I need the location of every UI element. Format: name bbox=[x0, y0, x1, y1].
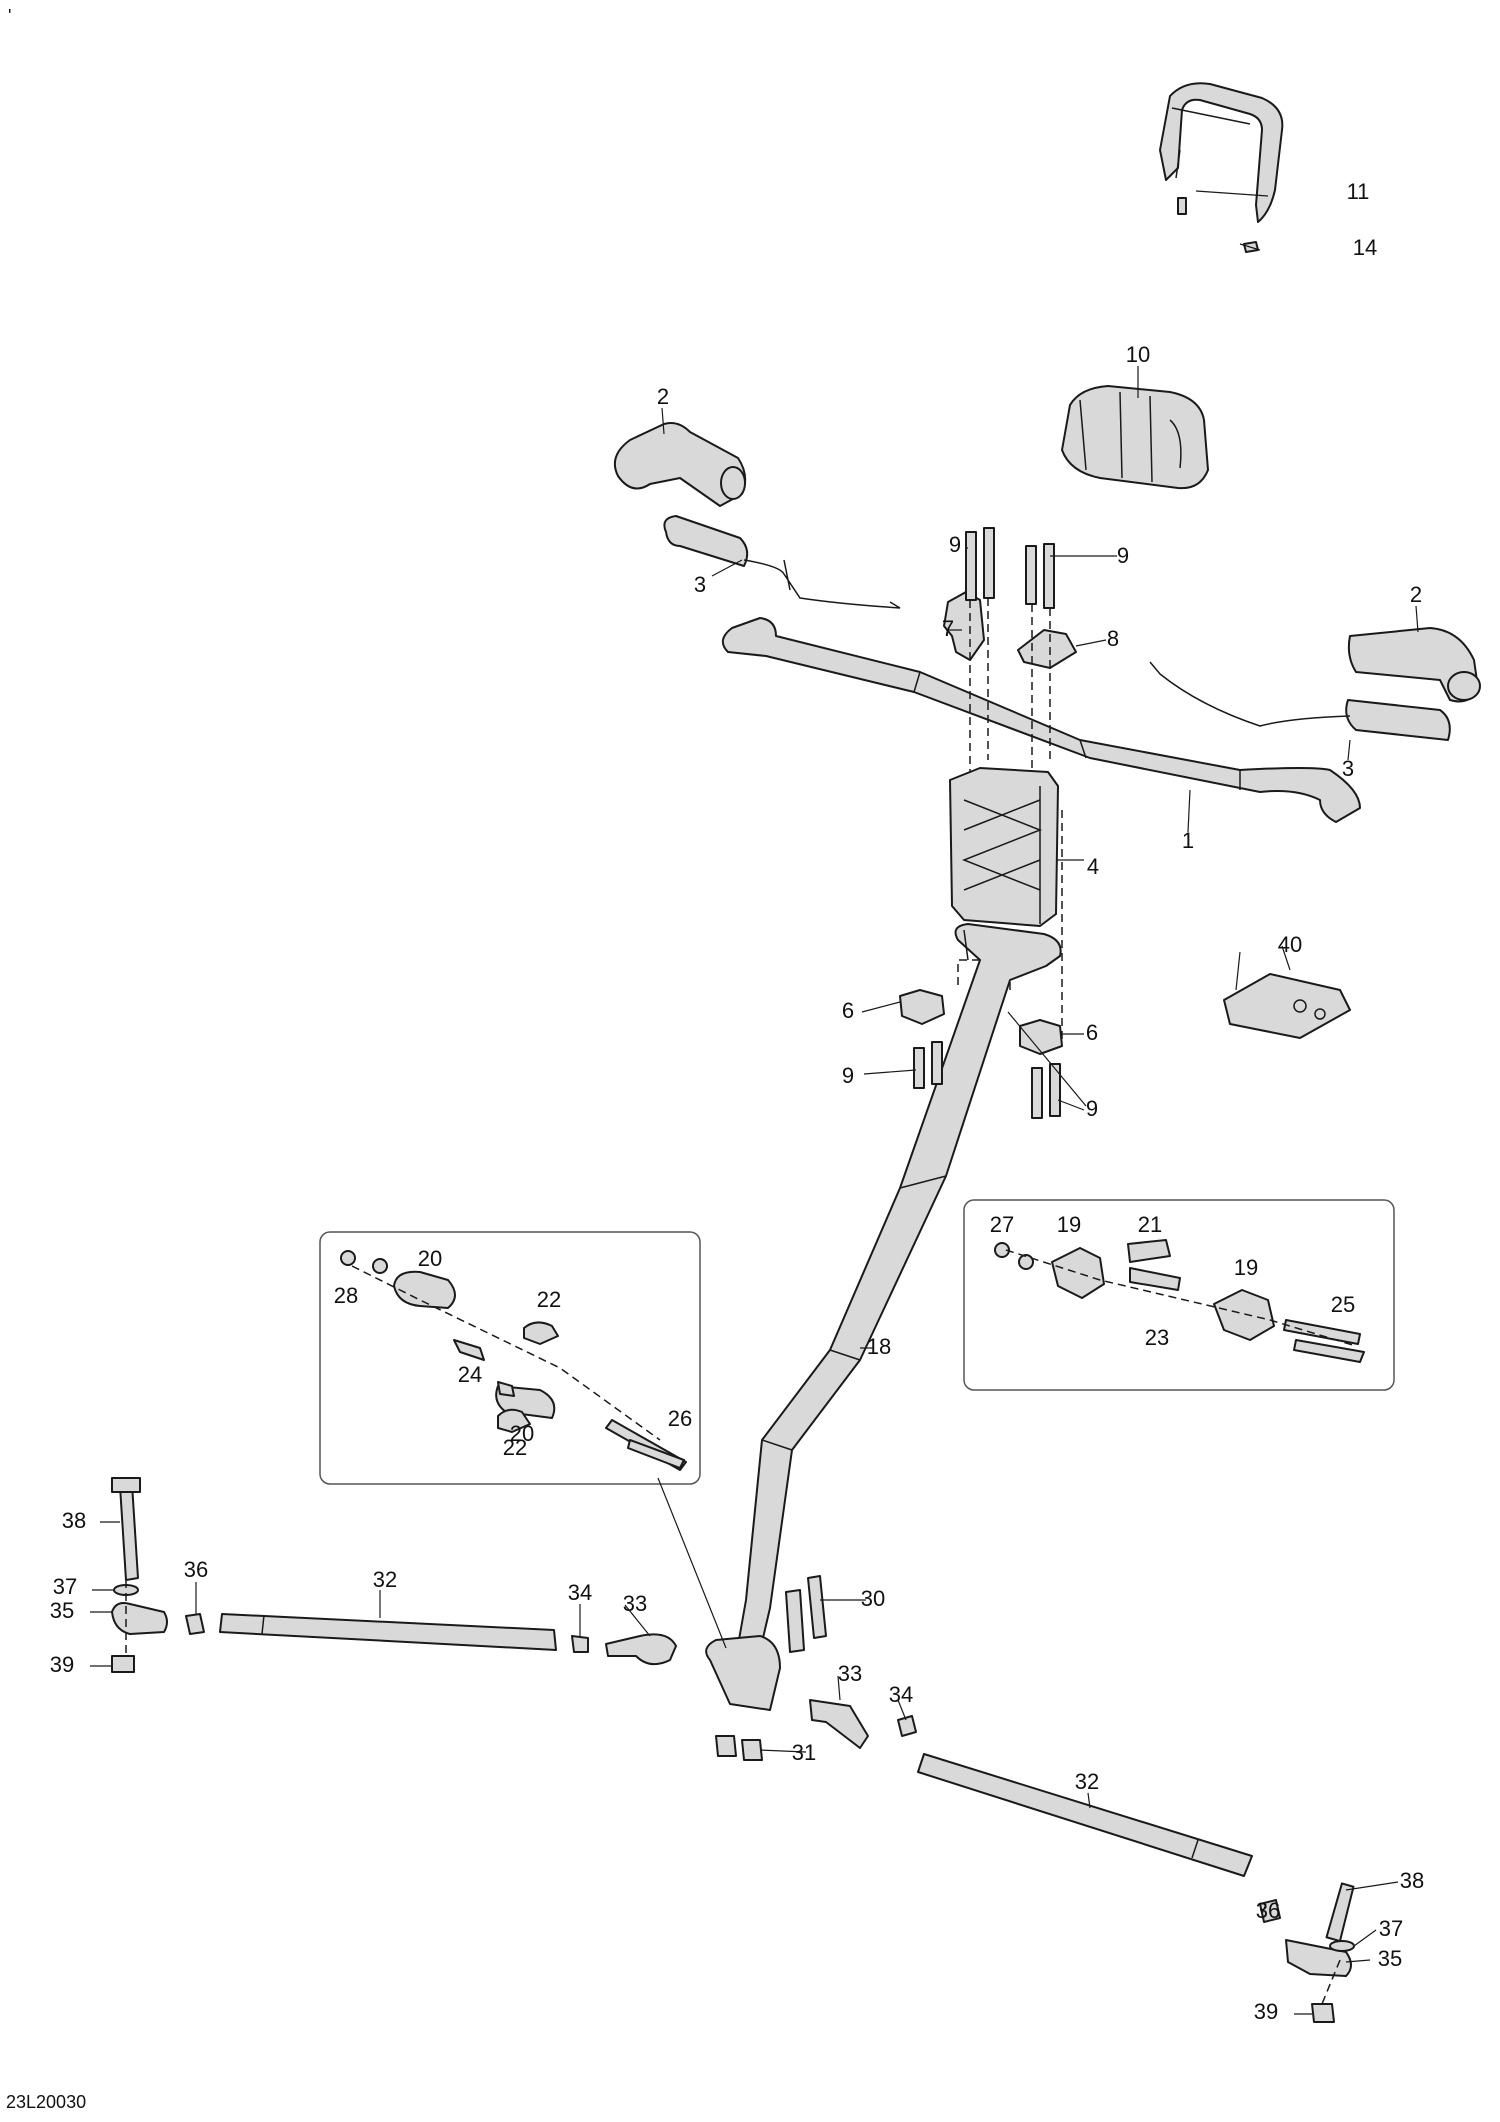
dashed-assembly-lines bbox=[957, 598, 1063, 1040]
callout-c19b: 19 bbox=[1234, 1255, 1258, 1280]
callout-c25: 25 bbox=[1331, 1292, 1355, 1317]
part-11-grab-handle bbox=[1159, 82, 1284, 223]
callout-c30: 30 bbox=[861, 1586, 885, 1611]
part-6-lower-clamp-right bbox=[1019, 1019, 1063, 1055]
left-tie-rod-hardware bbox=[111, 1477, 677, 1673]
part-18-steering-column bbox=[705, 923, 1062, 1711]
part-10-handlebar-pad bbox=[1061, 385, 1209, 490]
part-2-grip-right bbox=[1347, 627, 1481, 703]
callout-c20a: 20 bbox=[418, 1246, 442, 1271]
callout-c37b: 37 bbox=[1379, 1916, 1403, 1941]
callout-c27: 27 bbox=[990, 1212, 1014, 1237]
part-1-handlebar bbox=[721, 617, 1361, 823]
callout-c3b: 3 bbox=[1342, 756, 1354, 781]
leader-lines bbox=[90, 190, 1419, 2015]
detail-left-parts bbox=[340, 1250, 687, 1471]
part-4-riser bbox=[949, 767, 1059, 927]
callout-c19a: 19 bbox=[1057, 1212, 1081, 1237]
callout-c6a: 6 bbox=[842, 998, 854, 1023]
callout-c11: 11 bbox=[1347, 179, 1370, 204]
callout-c20b: 20 bbox=[510, 1421, 534, 1446]
right-tie-rod-hardware bbox=[715, 1575, 1355, 2023]
callout-c33a: 33 bbox=[623, 1591, 647, 1616]
callout-c21: 21 bbox=[1138, 1212, 1162, 1237]
part-32-tie-rod-right bbox=[917, 1753, 1253, 1877]
callout-c14: 14 bbox=[1353, 235, 1377, 260]
callout-c10: 10 bbox=[1126, 342, 1150, 367]
callout-c9d: 9 bbox=[1086, 1096, 1098, 1121]
callout-c24: 24 bbox=[458, 1362, 482, 1387]
callout-c38b: 38 bbox=[1400, 1868, 1424, 1893]
callout-c38a: 38 bbox=[62, 1508, 86, 1533]
callout-c4: 4 bbox=[1087, 854, 1099, 879]
callout-c22a: 22 bbox=[537, 1287, 561, 1312]
detail-box-right bbox=[963, 1199, 1395, 1391]
callout-c35a: 35 bbox=[50, 1598, 74, 1623]
callout-c40: 40 bbox=[1278, 932, 1302, 957]
detail-right-parts bbox=[994, 1239, 1365, 1363]
callout-c6b: 6 bbox=[1086, 1020, 1098, 1045]
callout-c8: 8 bbox=[1107, 626, 1119, 651]
callout-c37a: 37 bbox=[53, 1574, 77, 1599]
callout-c2a: 2 bbox=[657, 384, 669, 409]
part-14-screw bbox=[1177, 197, 1259, 253]
callout-c32b: 32 bbox=[1075, 1769, 1099, 1794]
callout-c33b: 33 bbox=[838, 1661, 862, 1686]
callout-c36a: 36 bbox=[184, 1557, 208, 1582]
part-8-upper-clamp bbox=[1017, 629, 1077, 669]
part-40-plate bbox=[1223, 973, 1351, 1039]
callout-c28: 28 bbox=[334, 1283, 358, 1308]
detail-box-left bbox=[319, 1231, 701, 1485]
part-32-tie-rod-left bbox=[219, 1613, 557, 1651]
callout-c3a: 3 bbox=[694, 572, 706, 597]
part-3-heated-grip-left bbox=[663, 515, 901, 609]
callout-c34a: 34 bbox=[568, 1580, 592, 1605]
part-2-grip-left bbox=[614, 422, 747, 507]
callout-c9a: 9 bbox=[949, 532, 961, 557]
corner-mark: ' bbox=[8, 6, 11, 26]
callout-c26: 26 bbox=[668, 1406, 692, 1431]
callout-c9b: 9 bbox=[1117, 543, 1129, 568]
callout-c18: 18 bbox=[867, 1334, 891, 1359]
callout-c32a: 32 bbox=[373, 1567, 397, 1592]
callout-c35b: 35 bbox=[1378, 1946, 1402, 1971]
drawing-code: 23L20030 bbox=[6, 2092, 86, 2112]
callout-c23: 23 bbox=[1145, 1325, 1169, 1350]
callout-c39a: 39 bbox=[50, 1652, 74, 1677]
part-6-lower-clamp-left bbox=[899, 989, 945, 1025]
part-9-bolts-upper bbox=[965, 527, 1055, 609]
part-3-heated-grip-right bbox=[1149, 661, 1451, 741]
callout-c2b: 2 bbox=[1410, 582, 1422, 607]
callout-c36b: 36 bbox=[1256, 1898, 1280, 1923]
callout-c31: 31 bbox=[792, 1740, 816, 1765]
callout-c22b: 22 bbox=[503, 1435, 527, 1460]
callout-c1: 1 bbox=[1182, 828, 1194, 853]
part-9-bolts-lower bbox=[913, 1041, 1061, 1119]
callout-c9c: 9 bbox=[842, 1063, 854, 1088]
callout-c34b: 34 bbox=[889, 1682, 913, 1707]
callout-c39b: 39 bbox=[1254, 1999, 1278, 2024]
callout-c7: 7 bbox=[942, 616, 954, 641]
